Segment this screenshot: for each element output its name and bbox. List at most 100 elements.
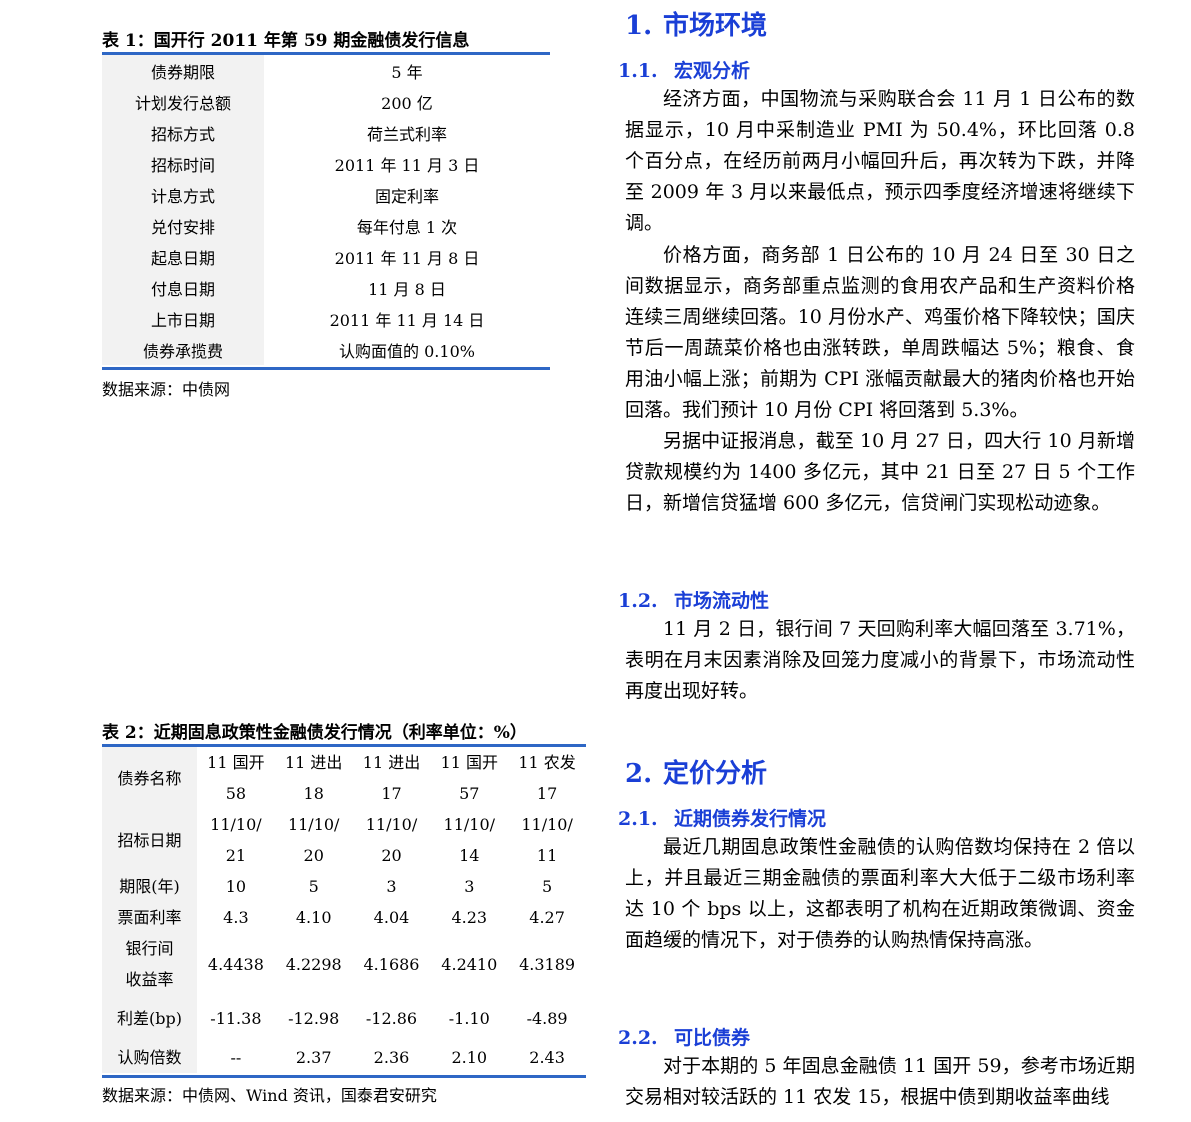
paragraph-macro-credit: 另据中证报消息，截至 10 月 27 日，四大行 10 月新增贷款规模约为 14… bbox=[625, 430, 1135, 514]
section2-title: 定价分析 bbox=[663, 759, 768, 789]
table1-row-label: 计息方式 bbox=[102, 179, 264, 210]
table2-cell-spread: -4.89 bbox=[526, 1009, 568, 1028]
table2-cell-date: 11/10/ bbox=[365, 815, 418, 834]
table2-cell-term: 3 bbox=[464, 877, 475, 896]
table1-row-label: 上市日期 bbox=[102, 303, 264, 334]
table2-cell-yield: 4.1686 bbox=[363, 954, 420, 974]
table2-row-label-spread: 利差(bp) bbox=[102, 995, 197, 1043]
table2-yield-label-line2: 收益率 bbox=[125, 970, 174, 989]
section1-2-number: 1.2. bbox=[618, 590, 658, 612]
section1-2-heading: 1.2.市场流动性 bbox=[618, 586, 769, 613]
table2-cell-spread: -12.98 bbox=[288, 1009, 340, 1028]
table2-row-spread: 利差(bp)-11.38-12.98-12.86-1.10-4.89 bbox=[102, 995, 586, 1043]
table1-row-value: 2011 年 11 月 8 日 bbox=[334, 248, 480, 268]
table2-cell-spread: -11.38 bbox=[210, 1009, 262, 1028]
table1-source: 数据来源：中债网 bbox=[102, 380, 231, 399]
paragraph-macro-prices: 价格方面，商务部 1 日公布的 10 月 24 日至 30 日之间数据显示，商务… bbox=[625, 244, 1135, 421]
table2-row-label-ratio: 认购倍数 bbox=[102, 1043, 197, 1073]
table2-cell-yield: 4.2298 bbox=[285, 954, 342, 974]
section1-title: 市场环境 bbox=[663, 11, 768, 41]
table2-cell-name: 11 进出 bbox=[284, 753, 343, 772]
table1-row-value: 11 月 8 日 bbox=[368, 279, 446, 299]
section2-1-title: 近期债券发行情况 bbox=[674, 808, 827, 830]
table1-row-label: 债券承揽费 bbox=[102, 334, 264, 365]
table2-cell-date: 11/10/ bbox=[443, 815, 496, 834]
paragraph-macro-economy: 经济方面，中国物流与采购联合会 11 月 1 日公布的数据显示，10 月中采制造… bbox=[625, 88, 1135, 234]
table1-row: 招标方式荷兰式利率 bbox=[102, 117, 550, 148]
table2-cell-ratio: -- bbox=[230, 1048, 242, 1067]
table2-bottom-rule bbox=[102, 1075, 586, 1078]
table2-cell-date: 11/10/ bbox=[210, 815, 262, 834]
section2-1-heading: 2.1. 近期债券发行情况 bbox=[618, 804, 826, 831]
table1-row: 起息日期 2011 年 11 月 8 日 bbox=[102, 241, 550, 272]
table1-row: 债券承揽费认购面值的 0.10% bbox=[102, 334, 550, 365]
table2-row-label-yield: 银行间收益率 bbox=[102, 933, 197, 995]
table1-row-value: 200 亿 bbox=[381, 93, 433, 113]
table2-source: 数据来源：中债网、Wind 资讯，国泰君安研究 bbox=[102, 1086, 437, 1105]
table2-cell-name: 11 国开 bbox=[207, 753, 265, 772]
table2-cell-date-cont: 20 bbox=[303, 846, 324, 865]
table1-row-value: 5 年 bbox=[391, 62, 423, 82]
section2-2-heading: 2.2. 可比债券 bbox=[618, 1023, 750, 1050]
table2-cell-name-cont: 57 bbox=[459, 784, 480, 803]
section2-2-title: 可比债券 bbox=[674, 1027, 751, 1049]
table2-row-label-date: 招标日期 bbox=[102, 809, 197, 871]
table2-cell-date-cont: 14 bbox=[459, 846, 480, 865]
table1-row: 兑付安排 每年付息 1 次 bbox=[102, 210, 550, 241]
table2-cell-name-cont: 17 bbox=[381, 784, 402, 803]
table2-yield-label-line1: 银行间 bbox=[125, 939, 174, 958]
table1-row-label: 起息日期 bbox=[102, 241, 264, 272]
table2-cell-term: 3 bbox=[386, 877, 397, 896]
table1-row: 招标时间 2011 年 11 月 3 日 bbox=[102, 148, 550, 179]
section2-1-number: 2.1. bbox=[618, 808, 658, 830]
table2-cell-name: 11 进出 bbox=[362, 753, 421, 772]
table2-cell-yield: 4.4438 bbox=[207, 954, 264, 974]
table2-cell-name-cont: 58 bbox=[225, 784, 247, 803]
table1-row-value: 2011 年 11 月 3 日 bbox=[334, 155, 480, 175]
table1-row: 计息方式 固定利率 bbox=[102, 179, 550, 210]
table2-cell-spread: -12.86 bbox=[365, 1009, 418, 1028]
table2-cell-date: 11/10/ bbox=[521, 815, 573, 834]
table2-cell-ratio: 2.37 bbox=[295, 1048, 332, 1067]
table1-top-rule bbox=[102, 52, 550, 55]
paragraph-recent-issuance: 最近几期固息政策性金融债的认购倍数均保持在 2 倍以上，并且最近三期金融债的票面… bbox=[625, 836, 1135, 951]
table2-row-name: 债券名称 11 国开 11 进出 11 进出 11 国开 11 农发 bbox=[102, 747, 586, 809]
table2-cell-ratio: 2.10 bbox=[451, 1048, 488, 1067]
table1-row-label: 兑付安排 bbox=[102, 210, 264, 241]
table2-cell-yield: 4.3189 bbox=[519, 954, 576, 974]
section2-2-number: 2.2. bbox=[618, 1027, 658, 1049]
table1-row-label: 招标时间 bbox=[102, 148, 264, 179]
table2-cell-name-cont: 17 bbox=[536, 784, 558, 803]
table2-cell-coupon: 4.10 bbox=[295, 908, 332, 927]
table2-cell-name: 11 农发 bbox=[518, 753, 576, 772]
table2-cell-ratio: 2.36 bbox=[373, 1048, 410, 1067]
table2-row-label-term: 期限(年) bbox=[102, 871, 197, 902]
table1-row-label: 债券期限 bbox=[102, 55, 264, 86]
table1-caption: 表 1：国开行 2011 年第 59 期金融债发行信息 bbox=[102, 31, 470, 51]
table2-cell-date: 11/10/ bbox=[287, 815, 340, 834]
section1-1-heading: 1.1.宏观分析 bbox=[618, 56, 750, 83]
table2-cell-coupon: 4.27 bbox=[529, 908, 565, 927]
table2-caption: 表 2：近期固息政策性金融债发行情况（利率单位：%） bbox=[102, 723, 527, 743]
table2-top-rule bbox=[102, 744, 586, 747]
table1-row-value: 固定利率 bbox=[374, 186, 439, 206]
table2-cell-coupon: 4.3 bbox=[223, 908, 249, 927]
table2-cell-ratio: 2.43 bbox=[529, 1048, 565, 1067]
section1-number: 1. bbox=[625, 11, 653, 41]
table2-cell-date-cont: 20 bbox=[381, 846, 402, 865]
table2-row-label-name: 债券名称 bbox=[102, 747, 197, 809]
table2-cell-term: 5 bbox=[308, 877, 319, 896]
table1-row-value: 每年付息 1 次 bbox=[356, 217, 458, 237]
table2-cell-name: 11 国开 bbox=[440, 753, 499, 772]
table2-cell-coupon: 4.23 bbox=[451, 908, 488, 927]
